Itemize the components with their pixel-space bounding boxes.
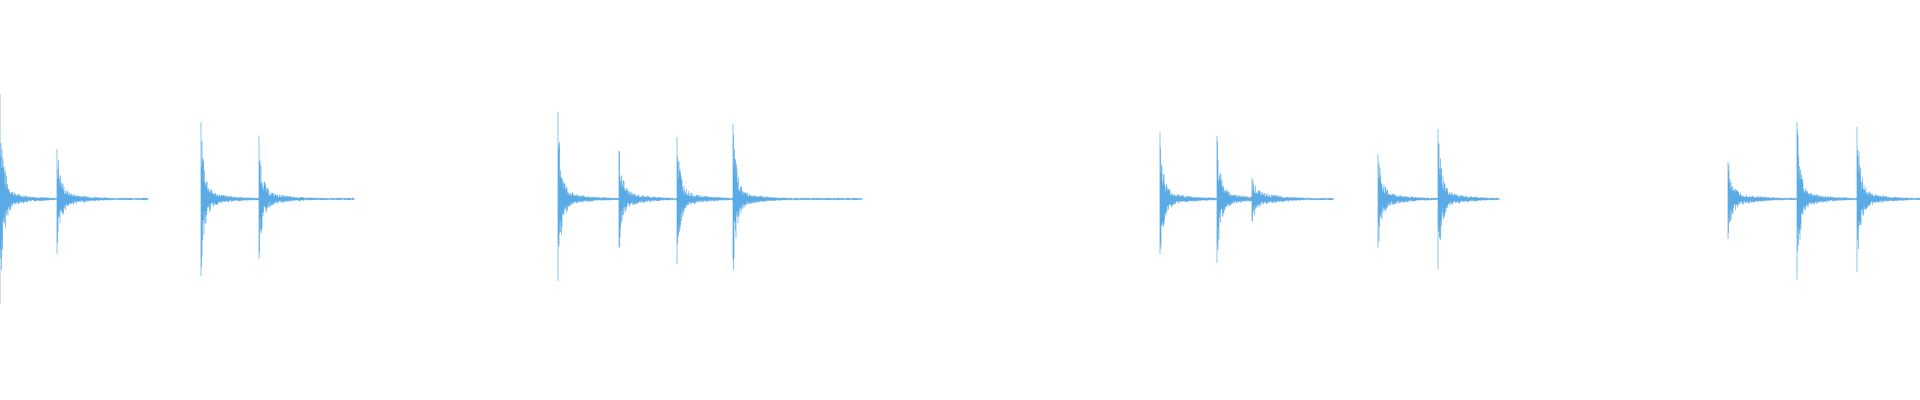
waveform-cluster bbox=[1377, 129, 1500, 269]
waveform-segment bbox=[1377, 129, 1500, 269]
waveform-cluster bbox=[0, 94, 149, 304]
waveform-segment bbox=[557, 111, 863, 281]
waveform-layer bbox=[0, 94, 1920, 304]
waveform-segment bbox=[1159, 132, 1334, 263]
waveform-cluster bbox=[1159, 132, 1334, 263]
waveform-cluster bbox=[200, 122, 355, 276]
waveform-segment bbox=[200, 122, 355, 276]
waveform-segment bbox=[1727, 122, 1920, 280]
waveform-segment bbox=[0, 94, 149, 304]
waveform-cluster bbox=[557, 111, 863, 281]
waveform-cluster bbox=[1727, 122, 1920, 280]
